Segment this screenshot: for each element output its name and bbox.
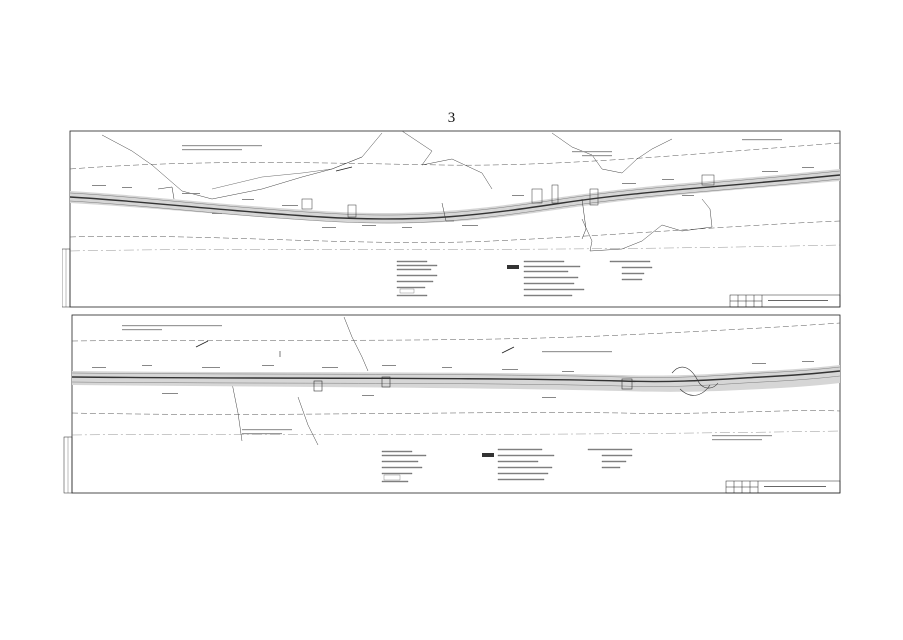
route-plan-drawing-1: [62, 130, 841, 308]
boundary-line-lower: [69, 244, 841, 252]
survey-annotations: [92, 167, 814, 228]
area-labels: [122, 325, 772, 441]
parcel-boundary-1: [231, 382, 243, 442]
junction-marks: [157, 174, 715, 240]
boundary-line-bottom: [71, 410, 841, 415]
road-centerline: [69, 174, 841, 220]
title-block: [729, 294, 841, 308]
boundary-line-top: [71, 322, 841, 342]
drawing-frame: [69, 130, 841, 308]
boundary-line-bottom: [69, 220, 841, 243]
title-block: [725, 480, 841, 494]
north-arrow-icon: [335, 166, 353, 172]
legend-block: [396, 260, 653, 297]
route-plan-drawing-2: [63, 314, 841, 494]
interchange-loop: [313, 366, 719, 396]
legend-block: [381, 448, 633, 483]
page-number: 3: [447, 110, 456, 126]
parcel-boundary-3: [551, 132, 673, 174]
boundary-line-top: [69, 142, 841, 170]
parcel-boundary-2: [343, 316, 369, 372]
road-corridor: [70, 169, 840, 224]
drawing-frame: [71, 314, 841, 494]
survey-annotations: [92, 361, 814, 398]
parcel-boundary-4: [581, 198, 713, 252]
map-sheet-2: [62, 313, 842, 495]
map-sheet-1: [62, 129, 842, 309]
parcel-boundary-2: [401, 130, 493, 190]
area-labels: [182, 139, 782, 157]
north-arrow-icon: [195, 340, 209, 348]
